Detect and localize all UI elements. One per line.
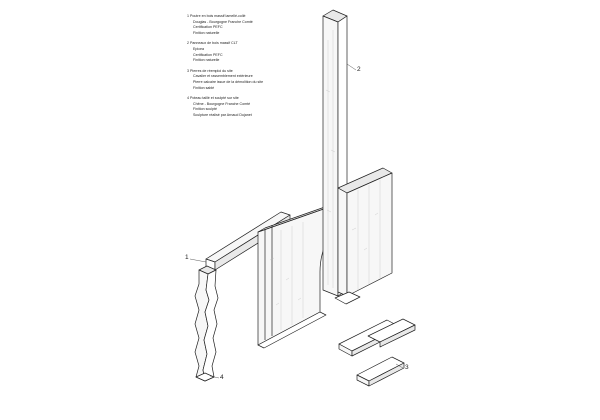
carved-post (194, 265, 219, 382)
stone-b-side (379, 324, 416, 348)
legend-line: 4 Poteau taillé et sculpté sur site (187, 96, 239, 101)
legend-item-3: 3 Pierres de réemploi du site Cavalier e… (187, 69, 337, 91)
legend-item-4: 4 Poteau taillé et sculpté sur site Chên… (187, 96, 337, 118)
stone-c-side (368, 362, 405, 387)
callout-3: 3 (405, 364, 409, 371)
legend-item-2: 2 Panneaux de bois massif CLT Epicea Cer… (187, 41, 337, 63)
tall-panel-front (322, 15, 339, 297)
legend-line: Pierre calcaire issue de la démolition d… (193, 79, 264, 84)
legend-line: Chêne - Bourgogne Franche Comté (193, 101, 251, 106)
right-panel-front (346, 172, 393, 297)
leader-2 (346, 63, 357, 71)
right-panel-side (337, 187, 348, 297)
wood-grain (351, 180, 381, 290)
reused-stones (338, 318, 416, 387)
callout-4: 4 (220, 374, 224, 381)
leader-1 (189, 258, 207, 263)
legend-line: Finition sculpté (193, 107, 217, 112)
legend-line: Cavalier et rassemblement extérieure (193, 74, 253, 79)
legend: 1 Poutre en bois massif lamellé-collé Do… (187, 14, 337, 124)
legend-line: 2 Panneaux de bois massif CLT (187, 41, 238, 46)
callout-2: 2 (357, 66, 361, 73)
leader-4 (209, 375, 220, 379)
panel-foot-block (334, 291, 361, 305)
legend-line: Douglas - Bourgogne Franche Comté (193, 19, 253, 24)
legend-line: Finition naturelle (193, 30, 220, 35)
panel-bottom-edge (257, 311, 327, 349)
panel-thickness (264, 225, 273, 340)
legend-line: Finition naturelle (193, 58, 220, 63)
legend-line: Epicea (193, 46, 204, 51)
clt-panel-right (334, 167, 393, 305)
leader-3 (395, 363, 404, 369)
legend-line: Certification PEFC (193, 52, 223, 57)
legend-line: Finition sablé (193, 85, 215, 90)
legend-line: Certification PEFC (193, 25, 223, 30)
wood-grain (269, 222, 304, 330)
legend-line: 1 Poutre en bois massif lamellé-collé (187, 14, 246, 18)
wood-grain (325, 30, 336, 288)
legend-line: Sculpture réalisé par Arnaud Dujanet (193, 112, 252, 117)
legend-line: 3 Pierres de réemploi du site (187, 68, 233, 73)
legend-item-1: 1 Poutre en bois massif lamellé-collé Do… (187, 14, 337, 36)
callout-1: 1 (185, 254, 189, 261)
